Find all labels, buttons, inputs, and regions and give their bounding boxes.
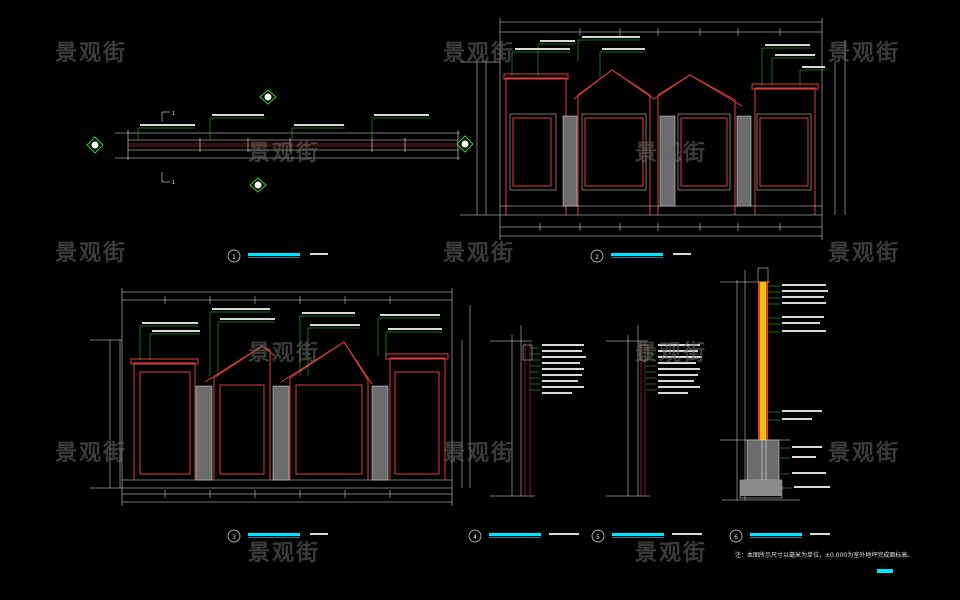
corner-badge: [877, 569, 893, 573]
view-4-leaders: [530, 347, 540, 391]
west-marker: [86, 136, 104, 154]
title-3: 3: [227, 529, 328, 543]
title-6: 6: [729, 529, 830, 543]
title-4-number: 4: [473, 534, 477, 541]
north-marker-bottom: [249, 177, 267, 193]
view-5-side: [606, 325, 650, 497]
view-3-leader-text: [142, 308, 442, 332]
title-6-number: 6: [734, 534, 738, 541]
view-6-leader-text: [782, 284, 830, 488]
title-4: 4: [468, 529, 579, 543]
east-marker: [456, 135, 474, 153]
title-2: 2: [590, 249, 691, 263]
section-marker-top: 1: [172, 111, 175, 117]
view-3-walls: [130, 341, 449, 480]
title-5: 5: [591, 529, 702, 543]
view-3-leaders: [139, 311, 442, 376]
view-3-stone-columns: [195, 385, 389, 481]
view-2-stone-columns: [562, 115, 752, 207]
view-1-plan: [115, 111, 460, 183]
title-2-number: 2: [595, 254, 599, 261]
view-5-leaders: [646, 347, 656, 391]
title-1: 1: [227, 249, 328, 263]
title-5-number: 5: [596, 534, 600, 541]
view-5-leader-text: [658, 344, 702, 394]
view-2-dimensions: [460, 18, 846, 240]
view-1-leader-text: [140, 114, 429, 126]
north-marker-top: [259, 89, 277, 105]
view-1-markers: [86, 89, 474, 193]
section-marker-bottom: 1: [172, 180, 175, 186]
view-2-leader-text: [515, 36, 825, 68]
drawing-note: 注：本图所示尺寸以毫米为单位，±0.000为室外地坪完成面标高。: [735, 552, 914, 559]
view-3-dimensions: [90, 288, 471, 506]
view-2-walls: [503, 69, 819, 215]
view-2-leaders: [511, 39, 825, 86]
view-4-leader-text: [542, 344, 586, 394]
title-3-number: 3: [232, 534, 236, 541]
view-6-core: [740, 282, 782, 496]
view-6-leaders: [768, 285, 792, 489]
view-4-side: [490, 325, 535, 497]
view-1-leaders: [137, 117, 430, 140]
title-bubbles: 1 2 3 4 5: [227, 249, 830, 543]
title-1-number: 1: [232, 254, 236, 261]
